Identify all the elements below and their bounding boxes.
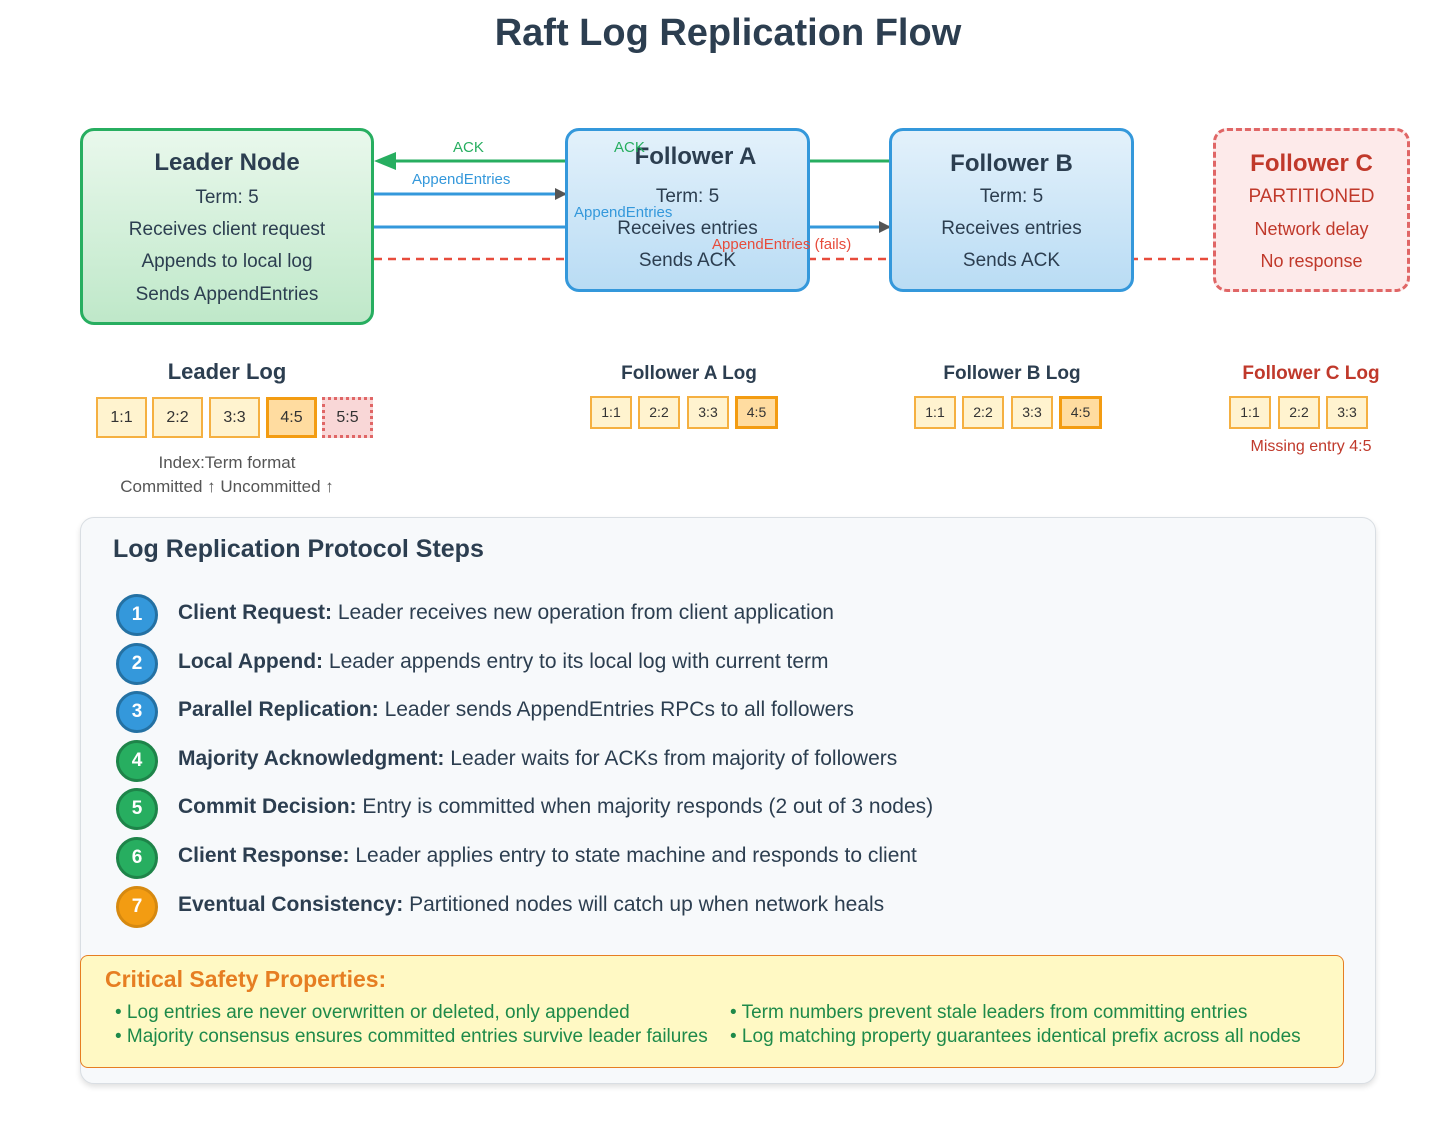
step-label: Majority Acknowledgment: [178,747,445,770]
follower-c-log-entry: 2:2 [1278,396,1320,429]
step-number-badge: 5 [116,788,158,830]
follower-c-log-title: Follower C Log [1242,363,1380,384]
protocol-title: Log Replication Protocol Steps [113,535,484,563]
follower-b-log-entry: 4:5 [1059,396,1102,429]
step-text: Leader sends AppendEntries RPCs to all f… [384,698,854,721]
follower-a-log-entry: 1:1 [590,396,632,429]
follower-b-line-3: Sends ACK [962,250,1061,271]
step-number-badge: 1 [116,594,158,636]
safety-item: • Log matching property guarantees ident… [730,1026,1301,1047]
leader-log-entry: 2:2 [152,397,203,438]
step-number-badge: 2 [116,643,158,685]
follower-a-log-entry: 3:3 [687,396,729,429]
follower-a-title: Follower A [634,143,757,170]
follower-b-log-entry: 1:1 [914,396,956,429]
safety-item: • Log entries are never overwritten or d… [115,1002,630,1023]
step-text: Leader appends entry to its local log wi… [328,650,829,673]
follower-a-node: Follower A Term: 5 Receives entries Send… [565,128,810,292]
leader-log-entry: 3:3 [209,397,260,438]
leader-node: Leader Node Term: 5 Receives client requ… [80,128,374,325]
ack-label-a: ACK [614,139,645,156]
follower-a-line-2: Receives entries [617,218,758,239]
leader-log-entry-pending: 5:5 [322,397,373,438]
safety-item: • Majority consensus ensures committed e… [115,1026,708,1047]
append-entries-label-b: AppendEntries [574,204,673,221]
leader-log-entry-uncommitted: 4:5 [266,397,317,438]
follower-b-node: Follower B Term: 5 Receives entries Send… [889,128,1134,292]
follower-b-log-entry: 2:2 [962,396,1004,429]
diagram-title: Raft Log Replication Flow [494,12,962,54]
leader-term: Term: 5 [195,187,259,208]
ack-label-b: ACK [453,139,484,156]
follower-c-log-entry: 3:3 [1326,396,1368,429]
follower-a-log-entry: 2:2 [638,396,680,429]
follower-b-title: Follower B [950,150,1073,177]
step-label: Commit Decision: [178,795,357,818]
follower-c-log-entry: 1:1 [1229,396,1271,429]
leader-line-4: Sends AppendEntries [135,284,319,305]
step-label: Client Request: [178,601,333,624]
step-text: Entry is committed when majority respond… [362,795,934,818]
leader-line-2: Receives client request [128,219,326,240]
step-text: Leader applies entry to state machine an… [355,844,917,867]
follower-b-log-entry: 3:3 [1011,396,1053,429]
follower-a-log-title: Follower A Log [621,363,757,384]
leader-log-title: Leader Log [167,359,287,384]
missing-entry-note: Missing entry 4:5 [1250,438,1372,455]
follower-b-log-title: Follower B Log [943,363,1081,384]
safety-properties-box [80,955,1344,1068]
commit-state-note: Committed ↑ Uncommitted ↑ [120,477,334,496]
step-number-badge: 3 [116,691,158,733]
step-label: Parallel Replication: [178,698,379,721]
leader-log-entry: 1:1 [96,397,147,438]
follower-c-title: Follower C [1250,150,1373,177]
leader-node-title: Leader Node [154,149,300,176]
step-text: Leader receives new operation from clien… [337,601,834,624]
log-format-note: Index:Term format [158,453,296,472]
append-entries-label-a: AppendEntries [412,171,511,188]
step-number-badge: 4 [116,740,158,782]
follower-b-line-2: Receives entries [941,218,1082,239]
leader-line-3: Appends to local log [141,251,313,272]
step-number-badge: 6 [116,837,158,879]
safety-item: • Term numbers prevent stale leaders fro… [730,1002,1248,1023]
follower-c-line-2: Network delay [1254,219,1369,239]
append-entries-fail-label: AppendEntries (fails) [712,236,852,253]
step-label: Local Append: [178,650,324,673]
follower-c-line-3: No response [1260,251,1363,271]
step-number-badge: 7 [116,886,158,928]
follower-a-line-3: Sends ACK [638,250,737,271]
follower-c-node: Follower C PARTITIONED Network delay No … [1213,128,1410,292]
step-label: Client Response: [178,844,350,867]
step-text: Leader waits for ACKs from majority of f… [450,747,898,770]
follower-a-term: Term: 5 [655,186,720,207]
follower-a-log-entry: 4:5 [735,396,778,429]
follower-b-term: Term: 5 [979,186,1044,207]
safety-title: Critical Safety Properties: [105,966,387,992]
ack-arrowhead [374,152,396,170]
step-label: Eventual Consistency: [178,893,404,916]
follower-c-status: PARTITIONED [1248,186,1375,207]
step-text: Partitioned nodes will catch up when net… [409,893,885,916]
